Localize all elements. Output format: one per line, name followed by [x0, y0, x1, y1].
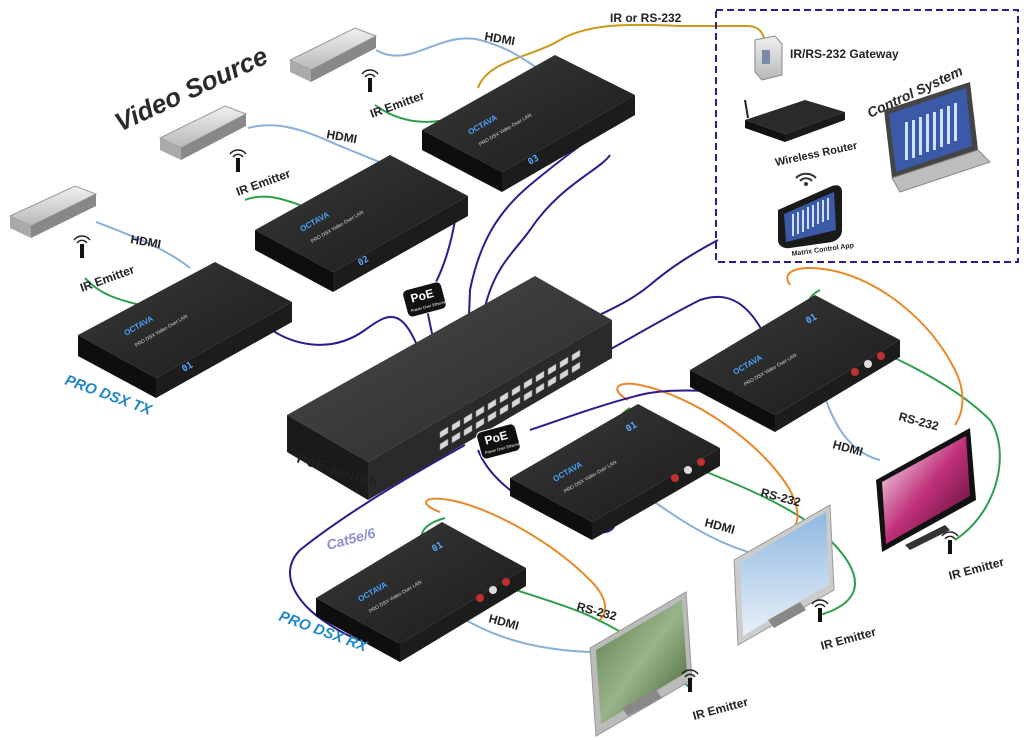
rs232-cable-rx3 [786, 267, 964, 426]
hdmi-label-6: HDMI [487, 611, 520, 632]
rx-led: 01 [431, 541, 445, 555]
ir-rs232-label: IR or RS-232 [610, 11, 682, 25]
rx-led: 01 [805, 313, 819, 327]
wifi-icon [795, 172, 817, 186]
ir-emitter-label-1: IR Emitter [368, 88, 426, 121]
ir-emitter-icon [811, 599, 829, 622]
rs232-cable-rx1 [425, 497, 607, 621]
svg-text:PoE: PoE [409, 286, 435, 306]
hdmi-label-1: HDMI [483, 29, 516, 48]
ir-emitter-label-2: IR Emitter [234, 166, 292, 199]
ir-cable-tx2 [244, 195, 301, 206]
ir-emitter-icon [361, 69, 379, 92]
rx-unit-2: OCTAVA PRO DSX Video Over LAN 01 [510, 404, 720, 540]
cat-label: Cat5e/6 [325, 524, 377, 552]
hdmi-cable-3 [95, 221, 191, 269]
ir-emitter-icon [73, 235, 91, 258]
ir-emitter-label-6: IR Emitter [691, 695, 750, 723]
display-pink [876, 428, 976, 552]
hdmi-label-3: HDMI [129, 232, 162, 251]
video-source-1 [288, 27, 378, 82]
tx-led: 01 [181, 361, 195, 375]
rx-unit-3: OCTAVA PRO DSX Video Over LAN 01 [316, 522, 526, 662]
hdmi-cable-rx2 [645, 495, 749, 553]
rs232-label-1: RS-232 [897, 409, 940, 433]
hdmi-cable-rx1 [461, 617, 591, 653]
ir-emitter-label-5: IR Emitter [819, 625, 878, 653]
laptop [884, 82, 991, 193]
rs232-cable-rx2 [616, 382, 799, 531]
hdmi-cable-rx3 [825, 399, 881, 461]
poe-badge-top: PoE Power Over Ethernet [402, 281, 449, 318]
svg-text:PoE: PoE [483, 428, 509, 448]
control-zone [715, 9, 1019, 263]
poe-switch [287, 276, 612, 500]
ir-emitter-icon [681, 669, 699, 692]
tx-led: 02 [357, 255, 371, 269]
gateway-label: IR/RS-232 Gateway [790, 47, 899, 61]
hdmi-label-2: HDMI [325, 127, 358, 146]
hdmi-cable-1 [375, 37, 541, 71]
hdmi-label-5: HDMI [703, 515, 736, 536]
ir-rs232-cable [477, 23, 766, 89]
tablet [778, 185, 842, 249]
poe-badge-bottom: PoE Power Over Ethernet [476, 423, 523, 460]
rx-unit-1: OCTAVA PRO DSX Video Over LAN 01 [690, 295, 900, 432]
ir-rs232-gateway [754, 35, 783, 81]
wireless-router-label: Wireless Router [774, 140, 859, 169]
ir-emitter-icon [229, 149, 247, 172]
wireless-router [744, 99, 845, 142]
display-sky [733, 504, 835, 646]
hdmi-label-4: HDMI [831, 437, 864, 458]
video-source-3 [8, 185, 98, 238]
ir-emitter-label-4: IR Emitter [947, 555, 1006, 583]
tx-unit-2: OCTAVA PRO DSX Video Over LAN 02 [255, 155, 468, 292]
ir-cable-tx3 [84, 277, 141, 306]
tx-unit-3: OCTAVA PRO DSX Video Over LAN 01 [78, 262, 292, 398]
video-source-2 [158, 105, 248, 160]
tx-led: 03 [527, 154, 541, 168]
ir-emitter-icon [941, 531, 959, 554]
ir-emitter-label-3: IR Emitter [78, 262, 136, 295]
tx-unit-1: OCTAVA PRO DSX Video Over LAN 03 [422, 55, 635, 192]
rx-led: 01 [625, 421, 639, 435]
